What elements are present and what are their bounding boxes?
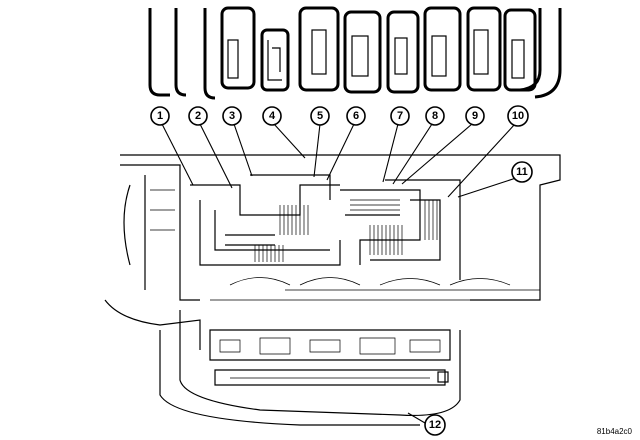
callout-11: 11 xyxy=(511,161,533,183)
exploded-clutch-components xyxy=(148,6,562,100)
transmission-housing xyxy=(120,154,561,301)
callout-1-label: 1 xyxy=(157,110,163,122)
callout-9-label: 9 xyxy=(472,110,478,122)
callout-4: 4 xyxy=(262,106,282,126)
callout-10: 10 xyxy=(507,105,529,127)
callout-2-label: 2 xyxy=(195,110,201,122)
figure-code: 81b4a2c0 xyxy=(596,427,632,436)
callout-8-label: 8 xyxy=(432,110,438,122)
callout-8: 8 xyxy=(425,106,445,126)
callout-2: 2 xyxy=(188,106,208,126)
callout-3-label: 3 xyxy=(229,110,235,122)
callout-4-label: 4 xyxy=(269,110,276,122)
callout-5: 5 xyxy=(310,106,330,126)
valve-body xyxy=(104,299,461,426)
callout-5-label: 5 xyxy=(317,110,323,122)
callout-3: 3 xyxy=(222,106,242,126)
callout-12: 12 xyxy=(424,414,446,436)
leader-lines xyxy=(161,123,517,424)
callout-7: 7 xyxy=(390,106,410,126)
callout-12-label: 12 xyxy=(429,419,441,431)
callout-7-label: 7 xyxy=(397,110,403,122)
callout-1: 1 xyxy=(150,106,170,126)
callout-11-label: 11 xyxy=(516,166,528,178)
callout-9: 9 xyxy=(465,106,485,126)
callout-6-label: 6 xyxy=(353,110,359,122)
callout-10-label: 10 xyxy=(512,110,524,122)
callout-6: 6 xyxy=(346,106,366,126)
